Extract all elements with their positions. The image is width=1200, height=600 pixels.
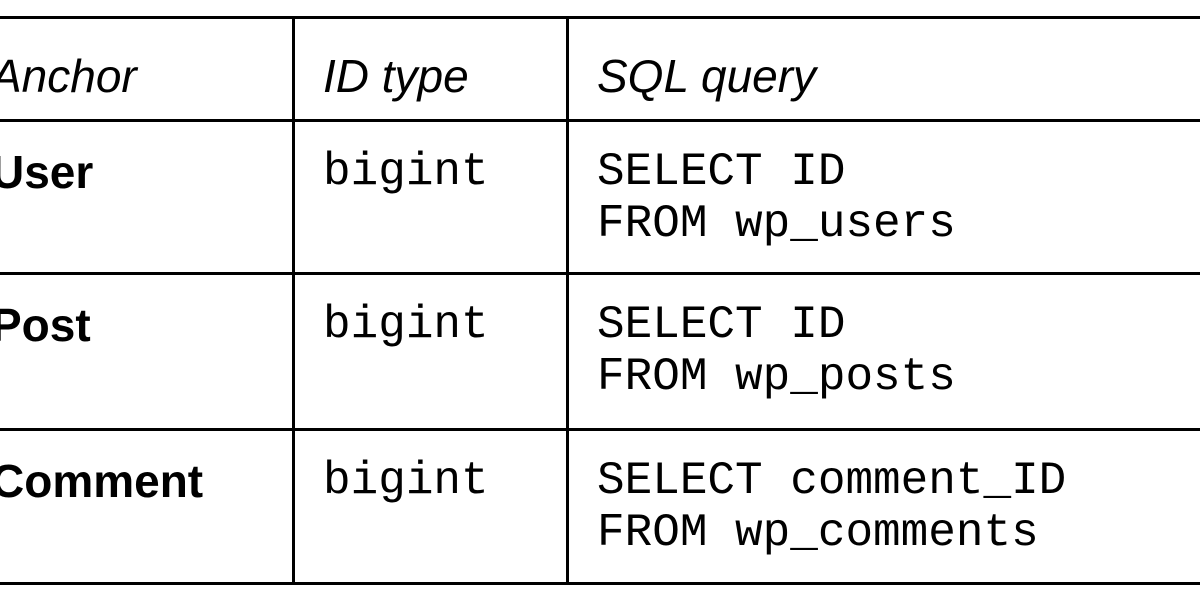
sql-query-code: SELECT ID FROM wp_users [597, 146, 1200, 250]
sql-query-cell: SELECT ID FROM wp_posts [566, 272, 1200, 431]
row-label-post: Post [0, 299, 91, 351]
id-type-cell: bigint [292, 272, 569, 431]
table-row-user: User bigint SELECT ID FROM wp_users [0, 119, 1200, 275]
row-label-user: User [0, 146, 94, 198]
column-header-anchor: Anchor [0, 16, 295, 122]
sql-line: FROM wp_posts [597, 351, 956, 403]
anchor-cell: Post [0, 272, 295, 431]
sql-line: FROM wp_comments [597, 507, 1039, 559]
sql-line: FROM wp_users [597, 198, 956, 250]
sql-query-code: SELECT ID FROM wp_posts [597, 299, 1200, 403]
id-type-value: bigint [323, 455, 489, 507]
id-type-cell: bigint [292, 119, 569, 275]
sql-query-cell: SELECT comment_ID FROM wp_comments [566, 428, 1200, 585]
sql-query-cell: SELECT ID FROM wp_users [566, 119, 1200, 275]
table-row-post: Post bigint SELECT ID FROM wp_posts [0, 272, 1200, 431]
sql-line: SELECT comment_ID [597, 455, 1067, 507]
anchor-cell: Comment [0, 428, 295, 585]
id-type-value: bigint [323, 299, 489, 351]
row-label-comment: Comment [0, 455, 204, 507]
table-row-comment: Comment bigint SELECT comment_ID FROM wp… [0, 428, 1200, 585]
sql-line: SELECT ID [597, 146, 846, 198]
sql-line: SELECT ID [597, 299, 846, 351]
header-row: Anchor ID type SQL query [0, 16, 1200, 122]
id-type-value: bigint [323, 146, 489, 198]
column-header-sql-query: SQL query [566, 16, 1200, 122]
column-header-id-type: ID type [292, 16, 569, 122]
anchor-cell: User [0, 119, 295, 275]
id-type-cell: bigint [292, 428, 569, 585]
sql-query-code: SELECT comment_ID FROM wp_comments [597, 455, 1200, 559]
anchor-id-table: Anchor ID type SQL query User bigint SEL… [0, 16, 1200, 585]
